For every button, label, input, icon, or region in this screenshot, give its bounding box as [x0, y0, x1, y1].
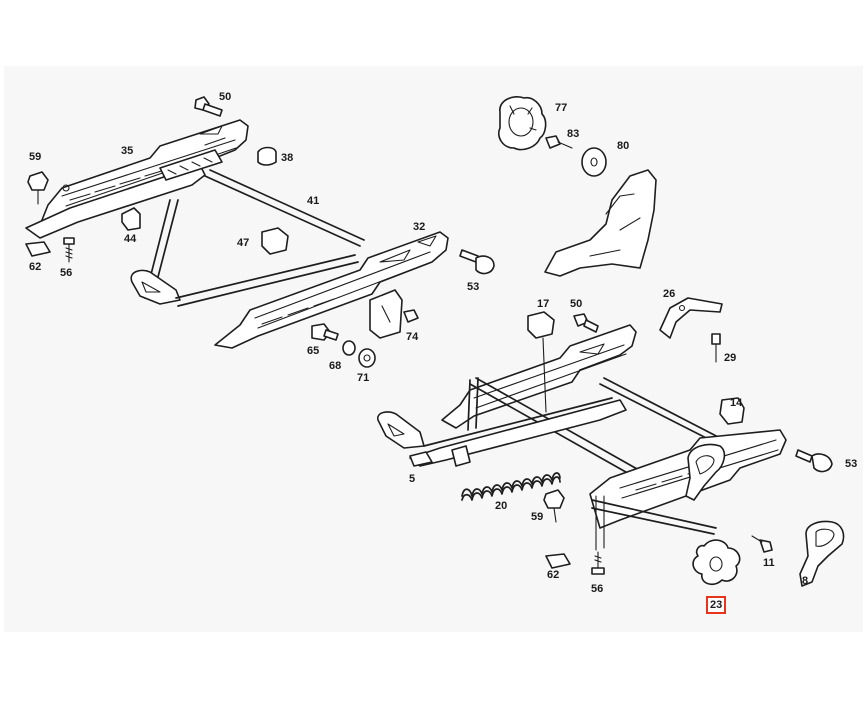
- callout-32: 32: [413, 221, 426, 233]
- callout-83: 83: [567, 128, 580, 140]
- callout-62: 62: [29, 261, 42, 273]
- callout-50: 50: [219, 91, 232, 103]
- callout-68: 68: [329, 360, 342, 372]
- callout-71: 71: [357, 372, 370, 384]
- callout-77: 77: [555, 102, 568, 114]
- bottom-hardware: [543, 489, 845, 587]
- callout-11: 11: [763, 557, 775, 569]
- left-hardware: [25, 96, 495, 368]
- callout-44: 44: [124, 233, 137, 245]
- callout-38: 38: [281, 152, 294, 164]
- tension-spring: [461, 472, 561, 501]
- callout-35: 35: [121, 145, 134, 157]
- right-seat-rail-assembly: [377, 297, 833, 551]
- callout-80: 80: [617, 140, 630, 152]
- callout-56-lower: 56: [591, 583, 604, 595]
- callout-53-right: 53: [845, 458, 858, 470]
- callout-59-lower: 59: [531, 511, 544, 523]
- callout-29: 29: [724, 352, 737, 364]
- callout-50-right: 50: [570, 298, 583, 310]
- callout-41: 41: [307, 195, 320, 207]
- left-seat-rail-assembly: [25, 119, 449, 349]
- callout-14: 14: [730, 397, 743, 409]
- callout-26: 26: [663, 288, 676, 300]
- callout-23-highlighted[interactable]: 23: [706, 596, 727, 614]
- callout-74: 74: [406, 331, 419, 343]
- callout-62-lower: 62: [547, 569, 560, 581]
- callout-20: 20: [495, 500, 508, 512]
- callout-5: 5: [409, 473, 416, 485]
- recliner-knob-and-cover: [498, 96, 657, 277]
- callout-56: 56: [60, 267, 73, 279]
- callout-17: 17: [537, 298, 550, 310]
- callout-47: 47: [237, 237, 250, 249]
- callout-65: 65: [307, 345, 320, 357]
- callout-59: 59: [29, 151, 42, 163]
- callout-53: 53: [467, 281, 480, 293]
- callout-8: 8: [802, 575, 809, 587]
